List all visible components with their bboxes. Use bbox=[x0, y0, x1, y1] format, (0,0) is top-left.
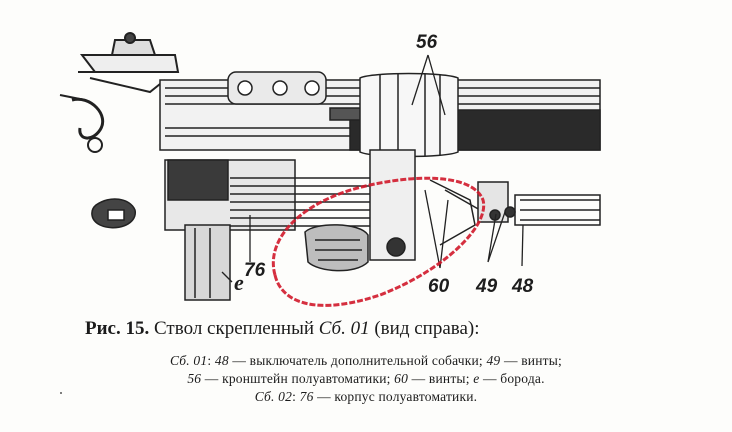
callout-48: 48 bbox=[511, 276, 534, 297]
callout-60: 60 bbox=[428, 276, 450, 297]
legend-line-1: Сб. 01: 48 — выключатель дополнительной … bbox=[170, 353, 562, 368]
caption-legend: Сб. 01: 48 — выключатель дополнительной … bbox=[0, 352, 732, 406]
legend-line-2: 56 — кронштейн полуавтоматики; 60 — винт… bbox=[187, 371, 545, 386]
technical-illustration: 56 60 49 48 76 e bbox=[59, 32, 601, 307]
caption-title-model: Сб. 01 bbox=[318, 318, 370, 339]
callout-76: 76 bbox=[244, 260, 266, 281]
barrel-drawing: 56 60 49 48 76 e bbox=[59, 32, 601, 307]
right-assembly bbox=[429, 179, 601, 246]
callout-49: 49 bbox=[475, 276, 498, 297]
caption-figure-number: Рис. 15. bbox=[85, 318, 150, 339]
caption-title: Рис. 15. Ствол скрепленный Сб. 01 (вид с… bbox=[85, 318, 705, 340]
barrel bbox=[159, 71, 601, 158]
caption-title-text: Ствол скрепленный bbox=[154, 318, 314, 339]
callout-56: 56 bbox=[416, 32, 438, 53]
leader-lines bbox=[221, 54, 524, 283]
legend-line-3: Сб. 02: 76 — корпус полуавтоматики. bbox=[254, 389, 478, 404]
scan-dot bbox=[60, 392, 62, 394]
receiver-body bbox=[91, 149, 416, 301]
red-highlight-ellipse bbox=[271, 176, 486, 307]
callout-e: e bbox=[234, 270, 244, 295]
caption-title-suffix: (вид справа): bbox=[374, 318, 480, 339]
